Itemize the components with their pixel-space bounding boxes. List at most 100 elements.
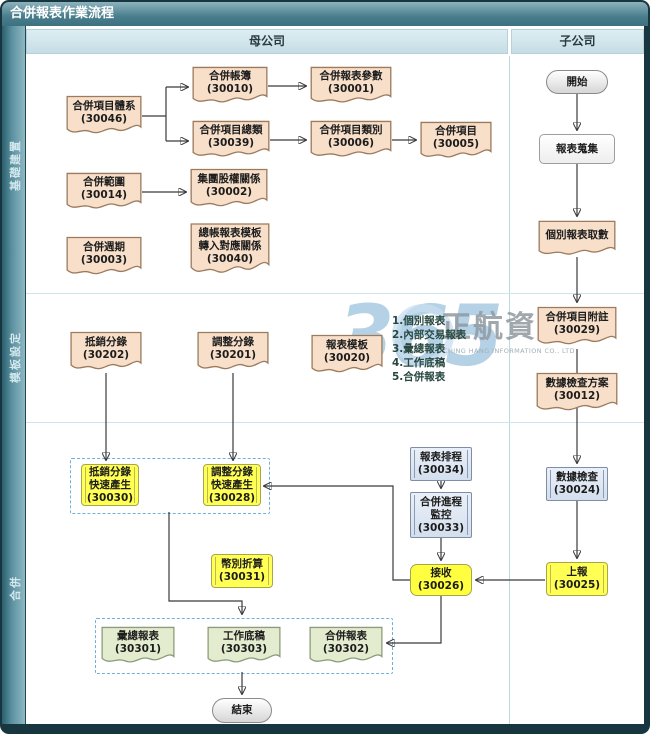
doc-30046[interactable]: 合併項目體系(30046)	[66, 95, 142, 137]
node-title: 報表模板	[326, 338, 368, 351]
node-label: 工作底稿(30303)	[207, 626, 281, 659]
node-code: (30006)	[327, 136, 375, 149]
node-label: 合併項目體系(30046)	[66, 95, 142, 130]
node-code: (30201)	[209, 348, 257, 361]
node-title: 快速產生	[89, 478, 131, 491]
node-label: 抵銷分錄(30202)	[70, 331, 142, 366]
node-title: 合併範圍	[83, 175, 125, 188]
doc-30001[interactable]: 合併報表參數(30001)	[310, 66, 392, 106]
node-code: (30014)	[80, 188, 128, 201]
node-title: 集團股權關係	[197, 172, 261, 185]
document-shape	[311, 334, 383, 376]
doc-30301[interactable]: 彙總報表(30301)	[101, 626, 175, 666]
box-report-collect: 報表蒐集	[539, 134, 615, 164]
band-label-template: 模板設定	[9, 331, 22, 383]
node-label: 合併週期(30003)	[66, 236, 142, 271]
node-title: 上報	[566, 566, 588, 578]
node-title: 轉入對應關係	[198, 240, 262, 252]
node-title: 彙總報表	[117, 629, 159, 642]
node-label: 總帳報表模板轉入對應關係(30040)	[190, 222, 270, 271]
node-title: 合併項目類別	[319, 123, 383, 136]
box-30033[interactable]: 合併進程監控(30033)	[410, 492, 472, 538]
node-title: 合併報表	[325, 629, 367, 642]
report-type-item: 1.個別報表	[392, 315, 446, 327]
node-title: 報表排程	[420, 451, 462, 463]
doc-30002[interactable]: 集團股權關係(30002)	[190, 168, 268, 210]
node-title: 合併項目附註	[545, 310, 609, 323]
watermark-swirl-icon	[392, 304, 454, 366]
doc-30012[interactable]: 數據檢查方案(30012)	[536, 372, 618, 414]
node-code: (30002)	[205, 185, 253, 198]
box-30031[interactable]: 幣別折算(30031)	[211, 554, 273, 588]
node-label: 個別報表取數	[538, 220, 616, 251]
report-type-item: 5.合併報表	[392, 371, 446, 383]
box-30024[interactable]: 數據檢查(30024)	[546, 467, 608, 501]
box-30030[interactable]: 抵銷分錄快速產生(30030)	[81, 464, 139, 506]
node-label: 合併項目附註(30029)	[537, 306, 617, 341]
band-label-consolidation: 合併	[9, 575, 22, 601]
document-shape	[66, 236, 142, 278]
node-title: 合併報表參數	[319, 69, 383, 82]
node-code: (30010)	[206, 82, 254, 95]
doc-30029[interactable]: 合併項目附註(30029)	[537, 306, 617, 348]
box-30025[interactable]: 上報(30025)	[546, 562, 608, 596]
node-code: (30030)	[86, 491, 134, 504]
node-title: 合併帳簿	[209, 69, 251, 82]
document-shape	[310, 120, 392, 160]
end-terminal: 結束	[212, 698, 272, 723]
node-title: 抵銷分錄	[85, 335, 127, 348]
node-title: 監控	[430, 508, 452, 521]
node-title: 報表蒐集	[556, 142, 598, 155]
node-label: 報表模板(30020)	[311, 334, 383, 369]
node-title: 開始	[566, 75, 588, 88]
node-title: 總帳報表模板	[198, 227, 262, 239]
document-shape	[538, 220, 616, 258]
document-shape	[66, 172, 142, 212]
node-label: 合併報表參數(30001)	[310, 66, 392, 99]
node-code: (30024)	[553, 484, 601, 496]
document-shape	[190, 168, 268, 210]
document-shape	[197, 331, 269, 373]
phase-sidebar	[2, 26, 26, 724]
node-label: 調整分錄(30201)	[197, 331, 269, 366]
node-code: (30033)	[417, 521, 465, 534]
doc-30303[interactable]: 工作底稿(30303)	[207, 626, 281, 666]
doc-30010[interactable]: 合併帳簿(30010)	[192, 66, 268, 106]
box-30026[interactable]: 接收(30026)	[410, 564, 472, 596]
doc-30005[interactable]: 合併項目(30005)	[420, 121, 492, 161]
doc-30302[interactable]: 合併報表(30302)	[309, 626, 383, 666]
document-shape	[66, 95, 142, 137]
node-code: (30012)	[553, 389, 601, 402]
doc-30020[interactable]: 報表模板(30020)	[311, 334, 383, 376]
node-title: 結束	[231, 704, 253, 716]
node-code: (30003)	[80, 253, 128, 266]
node-code: (30025)	[553, 579, 601, 591]
node-code: (30040)	[206, 253, 254, 265]
report-type-item: 2.內部交易報表	[392, 329, 467, 341]
node-title: 合併項目	[435, 124, 477, 137]
box-30028[interactable]: 調整分錄快速產生(30028)	[203, 464, 261, 506]
node-title: 接收	[430, 567, 452, 579]
document-shape	[207, 626, 281, 666]
report-type-item: 3.彙總報表	[392, 343, 446, 355]
node-code: (30303)	[220, 642, 268, 655]
doc-30006[interactable]: 合併項目類別(30006)	[310, 120, 392, 160]
band-divider-1	[26, 293, 644, 294]
doc-30040[interactable]: 總帳報表模板轉入對應關係(30040)	[190, 222, 270, 278]
node-code: (30301)	[114, 642, 162, 655]
box-30034[interactable]: 報表排程(30034)	[410, 447, 472, 481]
start-terminal: 開始	[546, 70, 608, 94]
doc-30014[interactable]: 合併範圍(30014)	[66, 172, 142, 212]
doc-30202[interactable]: 抵銷分錄(30202)	[70, 331, 142, 373]
doc-30201[interactable]: 調整分錄(30201)	[197, 331, 269, 373]
node-title: 合併項目體系	[72, 99, 136, 112]
doc-30039[interactable]: 合併項目總類(30039)	[192, 120, 270, 160]
node-code: (30302)	[322, 642, 370, 655]
document-shape	[537, 306, 617, 348]
watermark-tagline: CHING HANG INFORMATION CO., LTD	[443, 347, 575, 355]
document-shape	[192, 120, 270, 160]
doc-individual-report-fetch: 個別報表取數	[538, 220, 616, 258]
band-label-setup: 基礎建置	[9, 139, 22, 191]
doc-30003[interactable]: 合併週期(30003)	[66, 236, 142, 278]
